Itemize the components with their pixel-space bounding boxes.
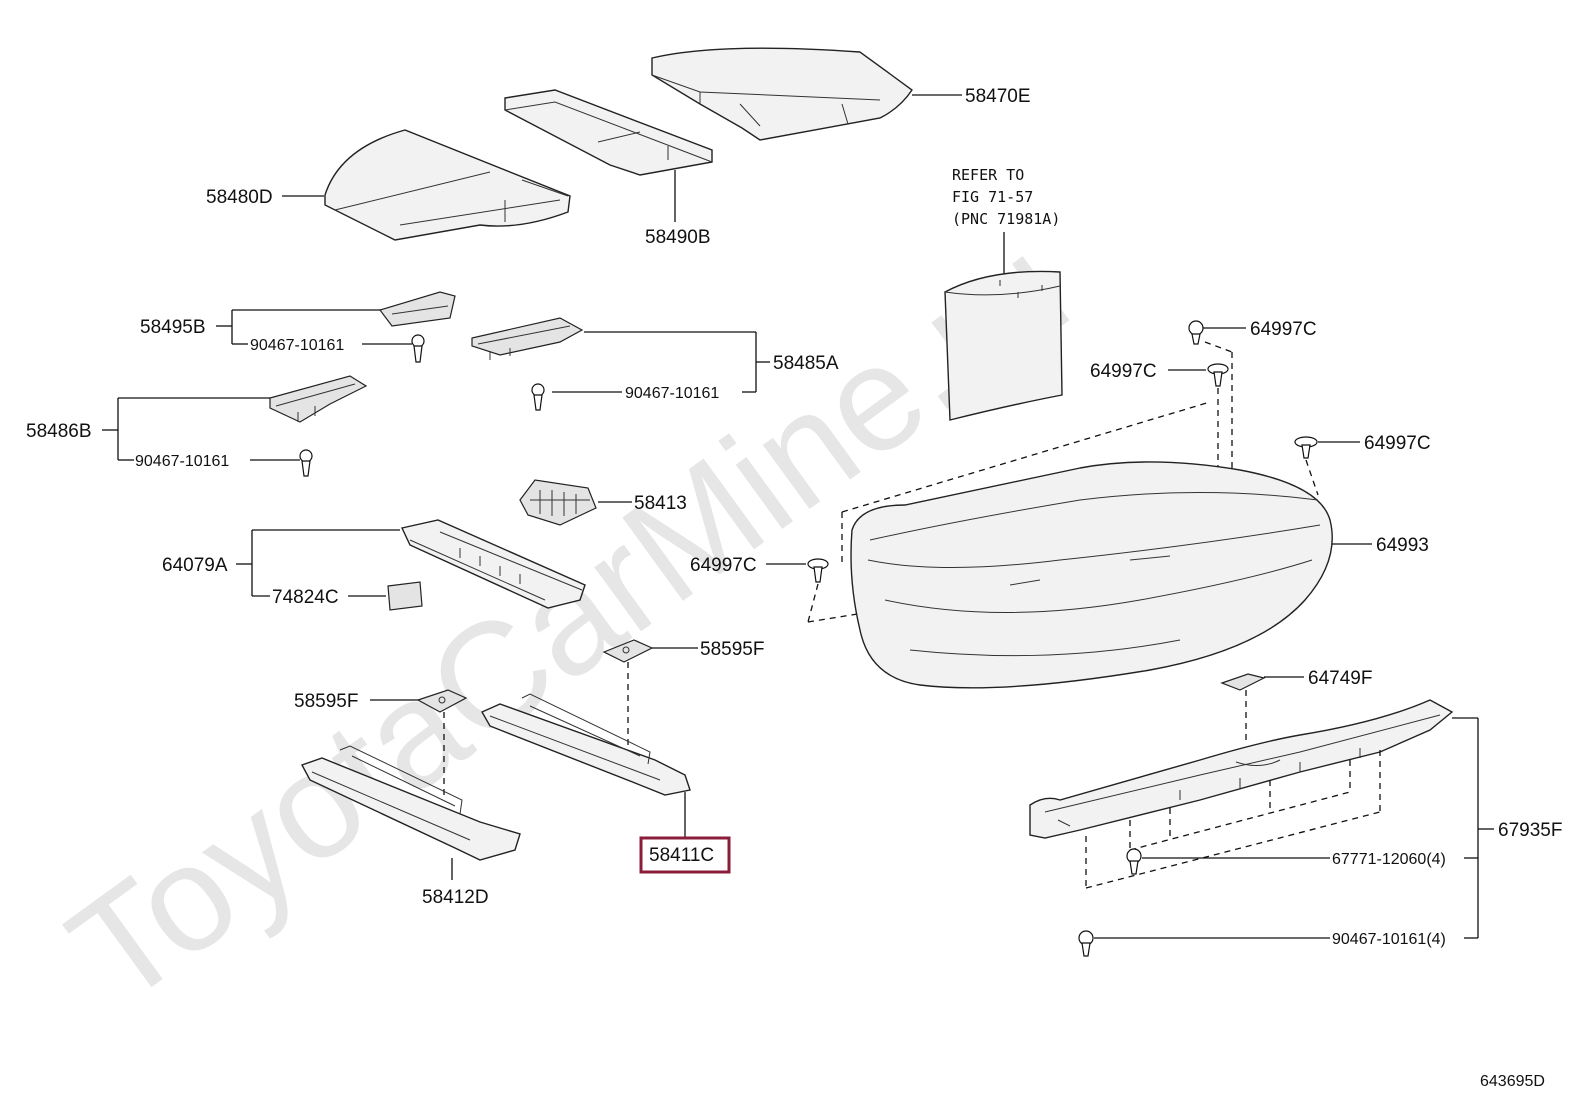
label-64749F[interactable]: 64749F bbox=[1308, 668, 1372, 689]
label-64993[interactable]: 64993 bbox=[1376, 535, 1429, 556]
label-58480D[interactable]: 58480D bbox=[206, 187, 273, 208]
note-line-3: (PNC 71981A) bbox=[952, 210, 1060, 228]
clip-icon bbox=[1188, 320, 1204, 345]
label-58486B[interactable]: 58486B bbox=[26, 421, 92, 442]
part-58595F-a-drawing bbox=[416, 689, 468, 713]
highlight-box-58411C bbox=[639, 836, 731, 874]
label-58595F-a[interactable]: 58595F bbox=[294, 691, 358, 712]
note-line-1: REFER TO bbox=[952, 166, 1024, 184]
label-58411C[interactable]: 58411C bbox=[649, 845, 714, 866]
clip-icon bbox=[1207, 363, 1229, 387]
part-58480D-drawing bbox=[324, 129, 571, 241]
label-58413[interactable]: 58413 bbox=[634, 493, 687, 514]
clip-icon bbox=[299, 449, 313, 477]
label-58495B[interactable]: 58495B bbox=[140, 317, 206, 338]
part-58486B-drawing bbox=[269, 375, 368, 423]
part-58495B-drawing bbox=[379, 291, 456, 327]
part-58412D-drawing bbox=[300, 745, 521, 861]
label-64997C-a[interactable]: 64997C bbox=[1250, 319, 1317, 340]
label-74824C[interactable]: 74824C bbox=[272, 587, 339, 608]
note-line-2: FIG 71-57 bbox=[952, 188, 1033, 206]
label-64997C-d[interactable]: 64997C bbox=[690, 555, 757, 576]
part-64993-drawing bbox=[850, 461, 1333, 689]
clip-icon bbox=[1126, 848, 1142, 875]
part-58490B-drawing bbox=[504, 89, 713, 176]
part-64079A-drawing bbox=[400, 519, 586, 609]
clip-icon bbox=[531, 383, 545, 411]
label-58486B-clip[interactable]: 90467-10161 bbox=[135, 453, 229, 470]
clip-icon bbox=[1294, 436, 1318, 459]
label-58485A[interactable]: 58485A bbox=[773, 353, 839, 374]
part-58470E-drawing bbox=[651, 47, 913, 141]
label-58490B[interactable]: 58490B bbox=[645, 227, 711, 248]
part-58413-drawing bbox=[519, 479, 597, 526]
label-58412D[interactable]: 58412D bbox=[422, 887, 489, 908]
clip-icon bbox=[807, 558, 829, 583]
label-67935F[interactable]: 67935F bbox=[1498, 820, 1562, 841]
label-90467-4[interactable]: 90467-10161(4) bbox=[1332, 931, 1446, 948]
label-67771[interactable]: 67771-12060(4) bbox=[1332, 851, 1446, 868]
label-58495B-clip[interactable]: 90467-10161 bbox=[250, 337, 344, 354]
figure-code: 643695D bbox=[1480, 1073, 1545, 1090]
label-64997C-c[interactable]: 64997C bbox=[1364, 433, 1431, 454]
label-64079A[interactable]: 64079A bbox=[162, 555, 228, 576]
label-58470E[interactable]: 58470E bbox=[965, 86, 1031, 107]
part-67935F-drawing bbox=[1029, 699, 1454, 839]
part-64749F-drawing bbox=[1220, 673, 1266, 691]
clip-icon bbox=[1078, 930, 1094, 957]
part-58411C-drawing bbox=[481, 693, 691, 796]
clip-icon bbox=[411, 334, 425, 363]
label-64997C-b[interactable]: 64997C bbox=[1090, 361, 1157, 382]
part-74824C-drawing bbox=[387, 581, 423, 611]
label-58485A-clip[interactable]: 90467-10161 bbox=[625, 385, 719, 402]
label-58595F-b[interactable]: 58595F bbox=[700, 639, 764, 660]
part-58485A-drawing bbox=[471, 317, 584, 360]
refer-panel-drawing bbox=[944, 270, 1063, 421]
